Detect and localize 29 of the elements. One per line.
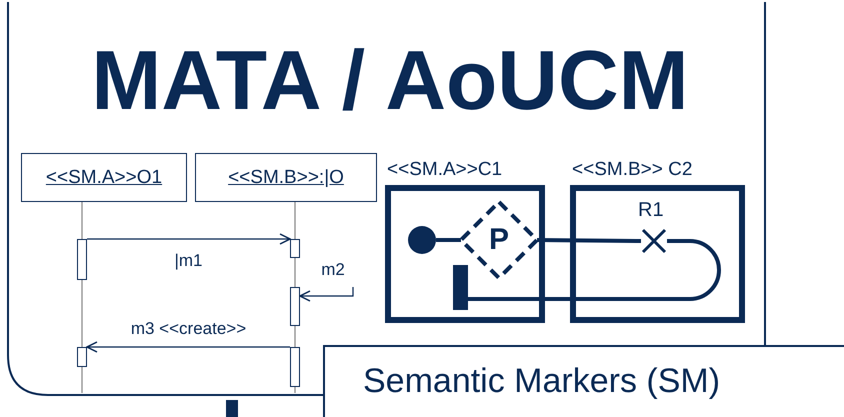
message-arrow — [87, 233, 291, 245]
stub-diamond: P — [459, 200, 539, 280]
title: MATA / AoUCM — [90, 32, 690, 129]
message-arrow — [299, 287, 354, 302]
component-label: <<SM.B>> C2 — [572, 159, 692, 181]
lifeline — [81, 367, 83, 393]
lifeline — [81, 202, 83, 239]
object-box: <<SM.A>>O1 — [21, 153, 187, 202]
lifeline — [81, 280, 83, 347]
note-box — [323, 345, 844, 417]
lifeline — [294, 387, 296, 393]
activation-bar — [77, 239, 87, 280]
start-circle — [408, 226, 436, 254]
note-text: Semantic Markers (SM) — [363, 361, 720, 401]
lifeline — [294, 258, 296, 287]
end-bar — [453, 265, 468, 310]
activation-bar — [77, 347, 87, 367]
responsibility-label: R1 — [638, 198, 664, 222]
component-label: <<SM.A>>C1 — [387, 159, 502, 181]
activation-bar — [290, 239, 300, 258]
lifeline — [294, 326, 296, 347]
path-line — [436, 238, 461, 242]
activation-bar — [290, 287, 300, 326]
message-arrow — [86, 341, 290, 353]
path-line — [468, 239, 721, 301]
activation-bar — [290, 347, 300, 387]
object-box: <<SM.B>>:|O — [195, 153, 377, 202]
path-line — [536, 238, 642, 243]
lifeline — [294, 202, 296, 239]
